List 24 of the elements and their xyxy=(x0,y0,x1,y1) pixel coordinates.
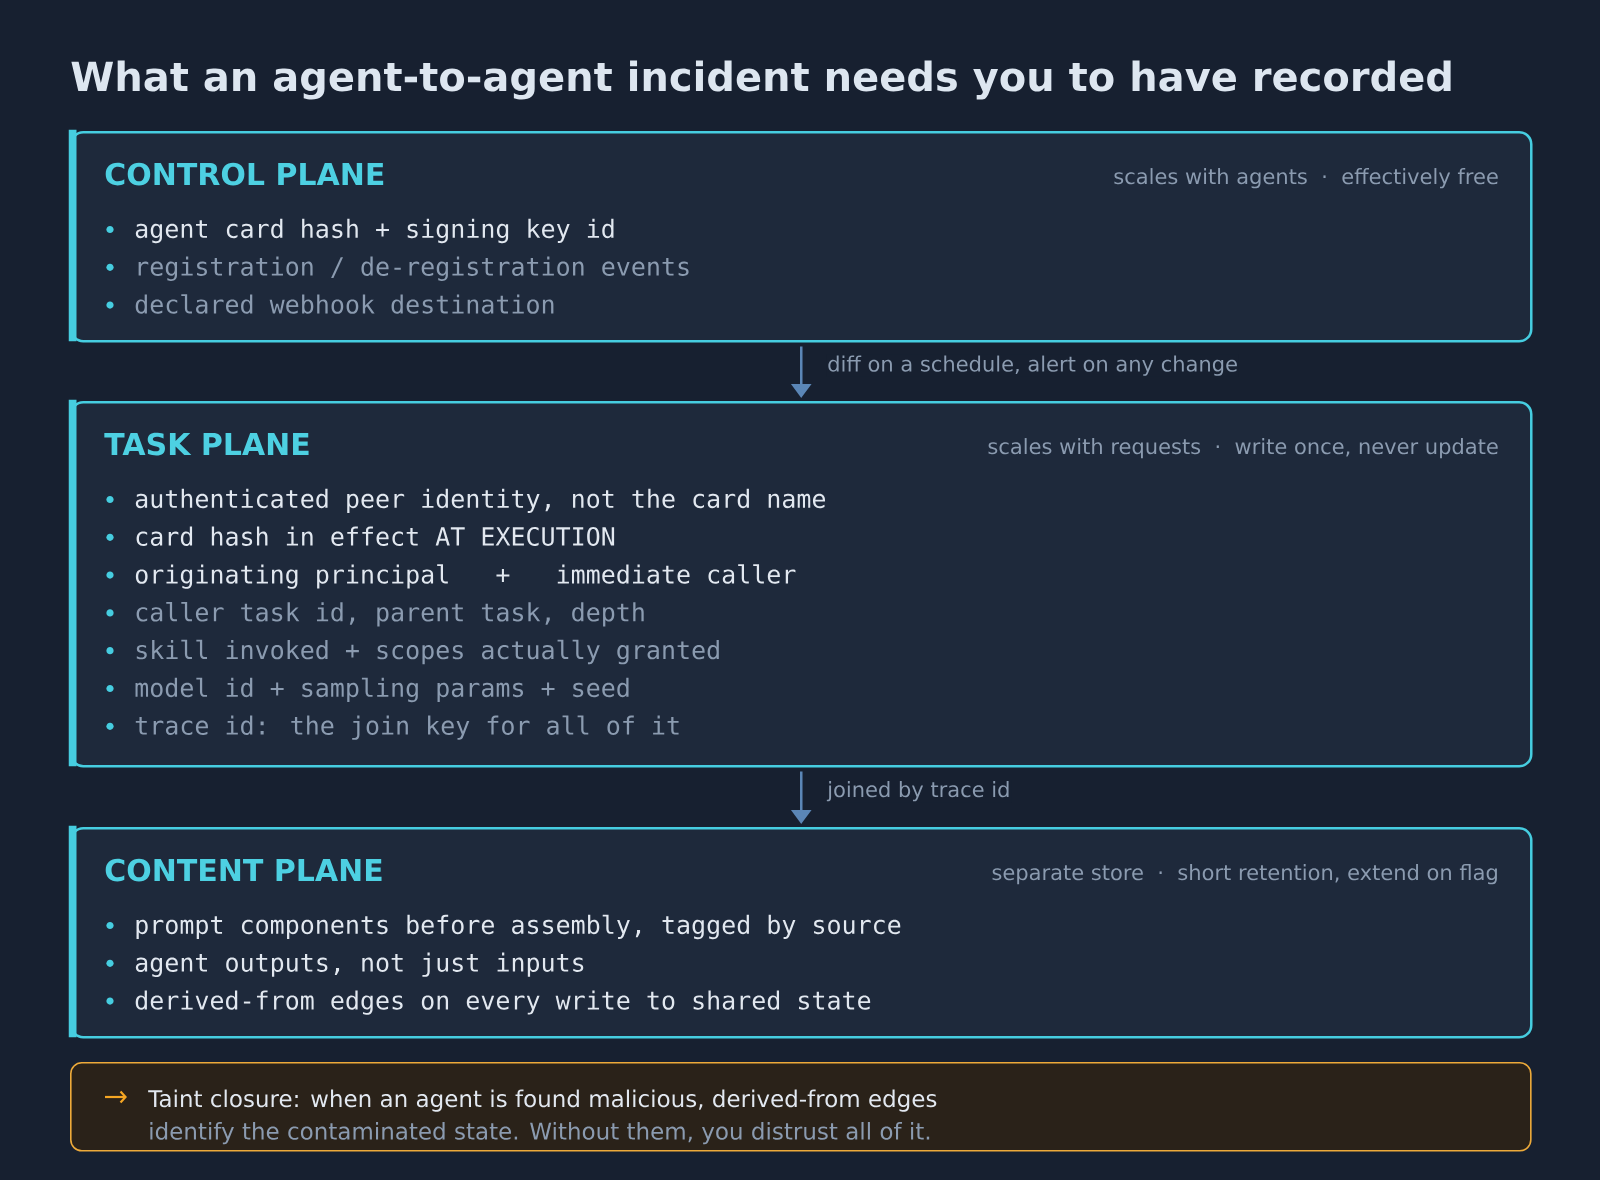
list-item: prompt components before assembly, tagged by source xyxy=(136,914,901,940)
list-item: derived-from edges on every write to shared state xyxy=(135,990,871,1015)
list-item: agent card hash + signing key id xyxy=(135,218,614,244)
heading: CONTENT PLANE xyxy=(105,858,382,882)
list-item: skill invoked + scopes actually granted xyxy=(136,639,719,665)
edge-label: diff on a schedule, alert on any change xyxy=(826,354,1239,377)
note-text: scales with agents · effectively free xyxy=(1114,168,1498,189)
edge-label: joined by trace id xyxy=(826,780,1012,803)
list-item: agent outputs, not just inputs xyxy=(135,952,584,977)
callout-text: identify the contaminated state. Without them, you distrust all of it. xyxy=(150,1122,930,1145)
list-item: model id + sampling params + seed xyxy=(135,677,629,703)
list-item: trace id: the join key for all of it xyxy=(135,715,679,740)
list-item: registration / de-registration events xyxy=(138,256,689,281)
callout-text: Taint closure: when an agent is found malicious, derived-from edges xyxy=(148,1089,937,1112)
list-item: declared webhook destination xyxy=(135,294,554,314)
list-item: originating principal + immediate caller xyxy=(135,564,796,589)
heading: TASK PLANE xyxy=(104,432,309,456)
note-text: separate store · short retention, extend on flag xyxy=(992,864,1497,885)
title: What an agent-to-agent incident needs you to have recorded xyxy=(71,60,1451,100)
list-item: card hash in effect AT EXECUTION xyxy=(136,526,615,546)
list-item: caller task id, parent task, depth xyxy=(136,602,644,627)
heading: CONTROL PLANE xyxy=(105,162,384,186)
note-text: scales with requests · write once, never update xyxy=(988,438,1498,459)
list-item: authenticated peer identity, not the card name xyxy=(135,488,825,513)
